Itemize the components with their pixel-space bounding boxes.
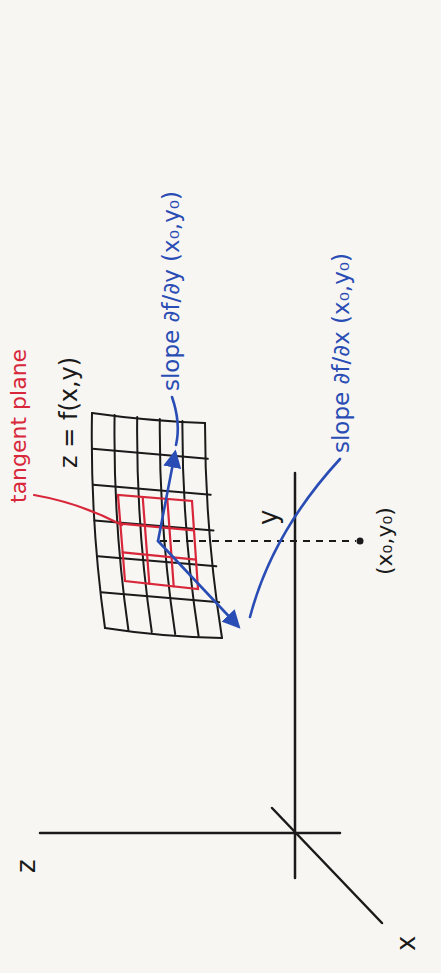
leader-line bbox=[34, 495, 122, 525]
slope-label: slope ∂f/∂y (x₀,y₀) bbox=[158, 191, 184, 391]
surface-grid bbox=[92, 413, 222, 638]
grid-line bbox=[98, 556, 216, 566]
grid-line bbox=[105, 628, 222, 638]
point-dot bbox=[357, 538, 364, 545]
axis-label: z bbox=[12, 859, 42, 873]
tangent-grid-line bbox=[167, 499, 173, 586]
leader-line bbox=[172, 397, 178, 445]
slope-arrows bbox=[158, 397, 340, 626]
leader-line bbox=[250, 459, 340, 617]
grid-line bbox=[101, 592, 219, 602]
tangent-grid-line bbox=[120, 524, 194, 531]
base-point bbox=[160, 538, 364, 545]
grid-line bbox=[93, 485, 211, 495]
point-label: (x₀,y₀) bbox=[372, 507, 397, 575]
dashed-drop-line bbox=[160, 540, 356, 542]
y-axis bbox=[294, 473, 297, 878]
grid-line bbox=[95, 521, 214, 531]
tangent-grid-line bbox=[123, 552, 196, 559]
surface-equation: z = f(x,y) bbox=[56, 357, 84, 468]
plane-label: tangent plane bbox=[6, 349, 31, 503]
slope-arrow-x bbox=[158, 541, 238, 626]
x-axis bbox=[272, 808, 382, 923]
grid-line bbox=[93, 449, 208, 459]
grid-line bbox=[92, 413, 205, 423]
axis-label: y bbox=[254, 510, 284, 525]
tangent-grid-line bbox=[143, 497, 150, 584]
axis-label: x bbox=[392, 936, 422, 951]
slope-label: slope ∂f/∂x (x₀,y₀) bbox=[328, 253, 354, 453]
slope-arrow-y bbox=[158, 453, 175, 541]
